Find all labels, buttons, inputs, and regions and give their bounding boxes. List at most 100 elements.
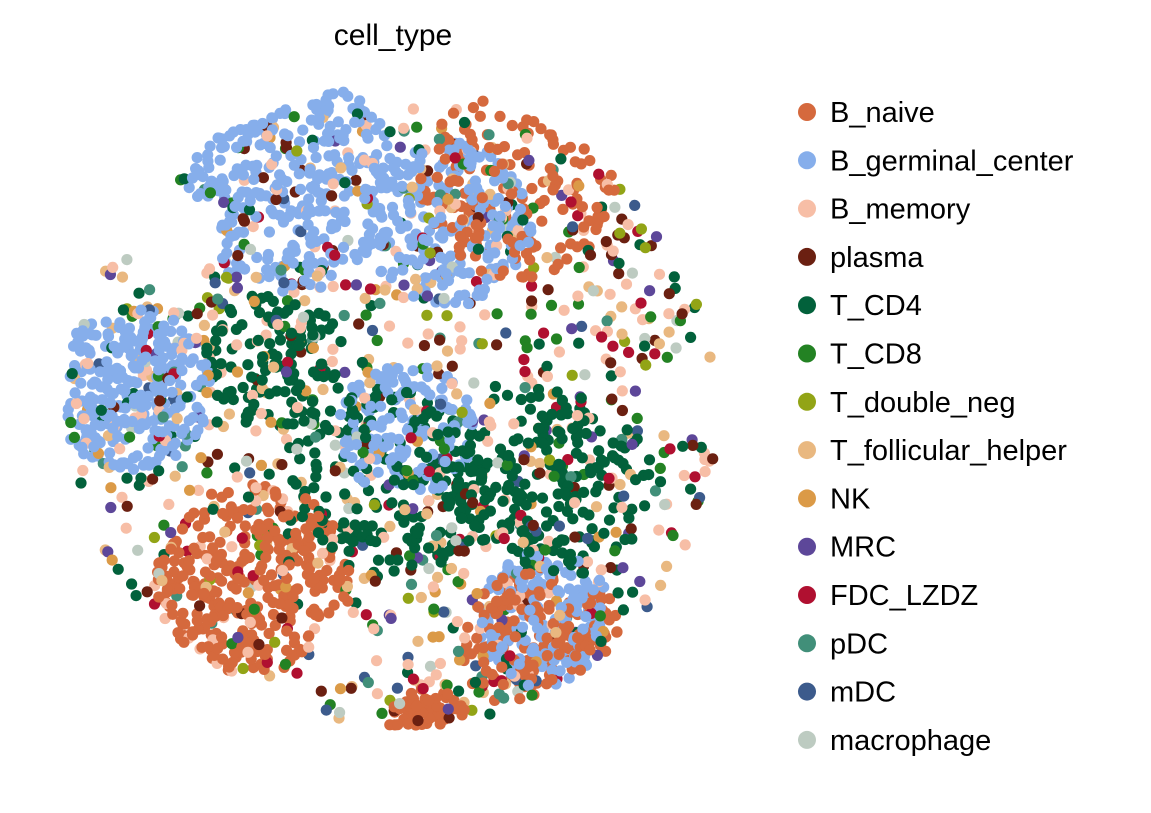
point-B_germinal_center [265,204,277,216]
point-T_follicular_helper [312,557,324,569]
point-B_memory [116,491,128,503]
point-T_follicular_helper [616,301,628,313]
point-B_germinal_center [119,402,131,414]
point-T_CD8 [539,544,551,556]
point-T_CD4 [329,369,341,381]
point-B_memory [114,443,126,455]
point-B_germinal_center [419,272,431,284]
point-MRC [421,290,433,302]
point-T_CD4 [455,512,468,525]
point-plasma [369,575,381,587]
point-T_CD4 [431,410,443,422]
point-T_CD4 [573,337,585,349]
point-B_germinal_center [374,208,386,220]
point-B_germinal_center [305,181,317,193]
point-plasma [211,448,223,460]
point-T_CD4 [588,541,601,553]
point-B_germinal_center [302,219,314,231]
point-B_naive [576,201,589,213]
point-plasma [232,250,244,262]
legend-marker-MRC [798,537,816,556]
point-B_memory [604,288,616,300]
point-macrophage [132,544,144,556]
point-B_germinal_center [580,611,592,623]
legend-label-MRC: MRC [830,532,896,564]
point-B_germinal_center [462,416,474,429]
point-B_naive [474,110,486,122]
point-macrophage [446,522,458,534]
legend-marker-T_follicular_helper [798,441,816,460]
point-B_germinal_center [153,364,165,376]
point-T_CD4 [562,408,574,420]
point-plasma [446,360,458,372]
point-T_follicular_helper [406,181,418,193]
point-B_germinal_center [445,250,457,262]
point-T_CD8 [201,467,213,479]
point-FDC_LZDZ [623,346,635,358]
point-B_naive [569,156,581,168]
point-T_CD4 [309,447,321,459]
point-B_naive [472,231,484,243]
point-T_CD4 [349,519,361,531]
point-B_naive [422,694,435,707]
point-B_memory [541,370,554,383]
point-B_germinal_center [428,217,440,229]
point-B_naive [239,520,251,532]
point-B_germinal_center [327,88,339,100]
point-T_CD4 [412,527,424,539]
point-B_memory [77,464,89,477]
point-B_memory [422,328,434,340]
point-T_CD4 [463,535,475,547]
point-T_follicular_helper [661,560,673,573]
point-B_germinal_center [80,342,92,354]
point-B_germinal_center [342,90,354,102]
point-B_naive [504,588,516,600]
point-T_CD4 [586,523,598,535]
point-B_germinal_center [76,441,88,453]
point-B_naive [177,570,189,582]
point-macrophage [587,285,600,297]
point-FDC_LZDZ [407,673,419,685]
point-B_germinal_center [374,239,386,251]
point-T_CD4 [643,469,655,481]
point-B_memory [201,553,213,565]
point-B_memory [639,594,651,606]
point-B_germinal_center [499,200,511,212]
point-B_naive [436,118,448,130]
point-B_naive [442,688,454,700]
point-B_germinal_center [244,195,256,207]
point-B_naive [173,547,185,559]
point-B_germinal_center [372,168,385,180]
point-B_naive [262,592,274,604]
point-B_germinal_center [489,247,501,259]
point-T_follicular_helper [223,408,235,420]
point-B_naive [216,631,228,643]
point-T_double_neg [640,359,652,371]
point-T_CD4 [407,479,419,491]
point-T_CD4 [417,413,429,425]
point-T_CD4 [556,547,568,559]
point-T_CD8 [631,412,643,424]
point-B_naive [571,241,583,253]
point-B_naive [188,542,200,554]
point-T_CD4 [311,463,323,475]
point-B_germinal_center [142,390,154,402]
point-T_CD4 [339,531,352,543]
point-T_CD4 [501,389,514,401]
point-T_CD4 [236,319,248,331]
point-B_memory [266,158,278,170]
point-B_germinal_center [206,175,218,187]
point-T_CD4 [307,329,319,341]
point-B_memory [398,122,410,134]
point-B_naive [471,632,483,644]
point-T_CD4 [420,451,433,463]
point-T_CD4 [593,445,605,457]
point-B_memory [402,337,414,349]
point-B_memory [359,392,371,404]
point-plasma [270,193,282,206]
point-B_naive [231,602,243,614]
point-B_germinal_center [154,450,166,462]
point-NK [231,366,244,378]
point-B_naive [494,110,506,122]
point-T_CD4 [409,416,421,428]
